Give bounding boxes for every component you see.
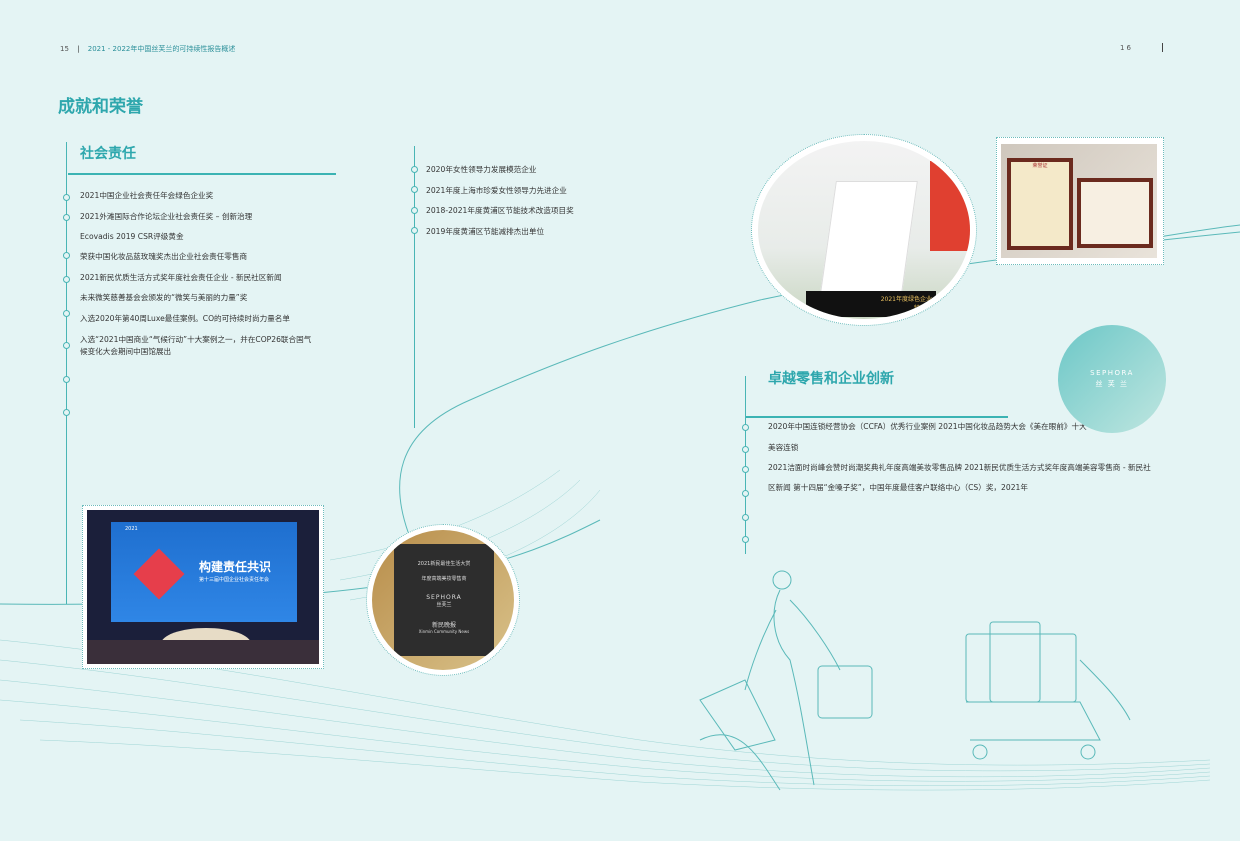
stage-year: 2021 bbox=[125, 526, 138, 532]
list-item: 2021外滩国际合作论坛企业社会责任奖 – 创新治理 bbox=[80, 212, 253, 221]
timeline-dot bbox=[63, 194, 70, 201]
timeline-dot bbox=[411, 186, 418, 193]
section-title-social: 社会责任 bbox=[80, 146, 136, 162]
list-item: 入选“2021中国商业“气候行动”十大案例之一，并在COP26联合国气 bbox=[80, 335, 312, 344]
trophy-text: 2021年度绿色企业 bbox=[880, 296, 932, 303]
timeline-dot bbox=[742, 490, 749, 497]
stage-logo-shape bbox=[133, 548, 185, 600]
timeline-dot bbox=[63, 342, 70, 349]
plaque-paper-en: Xinmin Community News bbox=[418, 629, 470, 634]
trophy-base: 2021年度绿色企业 特奖项 bbox=[806, 291, 936, 317]
certificate-photo: 荣誉证 bbox=[996, 137, 1164, 265]
trophy-sub: 特奖项 bbox=[913, 305, 932, 312]
page-header: 15 | 2021 - 2022年中国丝芙兰的可持续性报告概述 bbox=[60, 44, 235, 54]
left-page-number: 15 bbox=[60, 45, 69, 53]
section-rule-social bbox=[68, 173, 336, 175]
list-item: 2019年度黄浦区节能减排杰出单位 bbox=[426, 227, 545, 236]
section-title-retail: 卓越零售和企业创新 bbox=[768, 371, 894, 387]
trophy-photo: 2021年度绿色企业 特奖项 bbox=[751, 134, 977, 326]
shopper-illustration bbox=[699, 570, 873, 791]
stage-floor bbox=[87, 640, 319, 664]
header-bar bbox=[1162, 43, 1163, 52]
list-item: 候变化大会期间中国馆展出 bbox=[80, 347, 172, 356]
right-page-number: 16 bbox=[1120, 44, 1133, 52]
timeline-dot bbox=[63, 214, 70, 221]
stage-photo: 构建责任共识 第十三届中国企业社会责任年会 2021 bbox=[82, 505, 324, 669]
timeline-dot bbox=[63, 409, 70, 416]
stage-subtitle: 第十三届中国企业社会责任年会 bbox=[199, 577, 270, 583]
timeline-dot bbox=[742, 424, 749, 431]
timeline-dot bbox=[63, 376, 70, 383]
trophy-shape bbox=[820, 181, 918, 293]
red-backdrop bbox=[930, 161, 970, 251]
badge-brand: SEPHORA bbox=[1090, 369, 1134, 377]
list-item: 荣获中国化妆品蓝玫瑰奖杰出企业社会责任零售商 bbox=[80, 252, 248, 261]
header-separator: | bbox=[77, 45, 80, 53]
list-item: 美容连锁 bbox=[768, 443, 799, 452]
plaque-brand-cn: 丝芙兰 bbox=[436, 602, 452, 608]
list-item: 2020年中国连锁经营协会（CCFA）优秀行业案例 2021中国化妆品趋势大会《… bbox=[768, 422, 1087, 431]
timeline-dot bbox=[63, 276, 70, 283]
timeline-dot bbox=[411, 166, 418, 173]
section-rule-retail bbox=[746, 416, 1008, 418]
timeline-dot bbox=[411, 207, 418, 214]
list-item: 2021新民优质生活方式奖年度社会责任企业 - 新民社区新闻 bbox=[80, 273, 282, 282]
timeline-dot bbox=[742, 446, 749, 453]
plaque-line2: 年度高端美妆零售商 bbox=[421, 576, 467, 582]
certificate-label: 荣誉证 bbox=[1011, 162, 1069, 246]
list-item: 2020年女性领导力发展模范企业 bbox=[426, 165, 537, 174]
timeline-dot bbox=[411, 227, 418, 234]
timeline-retail bbox=[745, 376, 746, 554]
list-item: 2018-2021年度黄浦区节能技术改造项目奖 bbox=[426, 206, 574, 215]
list-item: 入选2020年第40周Luxe最佳案例。CO的可持续时尚力量名单 bbox=[80, 314, 290, 323]
certificate-paper bbox=[1081, 182, 1149, 244]
timeline-dot bbox=[742, 536, 749, 543]
timeline-dot bbox=[63, 310, 70, 317]
stage-title: 构建责任共识 bbox=[199, 560, 272, 574]
plaque-brand: SEPHORA bbox=[426, 594, 462, 601]
list-item: 2021洁面时尚峰会赞时尚潮奖典礼年度高端美妆零售品牌 2021新民优质生活方式… bbox=[768, 463, 1151, 472]
page-title: 成就和荣誉 bbox=[58, 97, 143, 117]
sephora-badge: SEPHORA 丝 芙 兰 bbox=[1058, 325, 1166, 433]
timeline-dot bbox=[63, 252, 70, 259]
list-item: 未来微笑慈善基会会颁发的“微笑与美丽的力量”奖 bbox=[80, 293, 248, 302]
report-title: 2021 - 2022年中国丝芙兰的可持续性报告概述 bbox=[87, 45, 236, 53]
badge-brand-cn: 丝 芙 兰 bbox=[1095, 380, 1129, 388]
timeline-dot bbox=[742, 466, 749, 473]
cart-illustration bbox=[965, 621, 1131, 760]
list-item: 2021中国企业社会责任年会绿色企业奖 bbox=[80, 191, 214, 200]
timeline-middle bbox=[414, 146, 415, 428]
plaque-title: 2021新民最佳生活大赏 bbox=[417, 561, 471, 567]
list-item: Ecovadis 2019 CSR评级黄金 bbox=[80, 232, 184, 241]
plaque-photo: 2021新民最佳生活大赏 年度高端美妆零售商 SEPHORA 丝芙兰 新民晚报 … bbox=[366, 524, 520, 676]
timeline-social bbox=[66, 142, 67, 604]
list-item: 区新闻 第十四届“金嗓子奖”，中国年度最佳客户联络中心（CS）奖，2021年 bbox=[768, 483, 1028, 492]
list-item: 2021年度上海市珍爱女性领导力先进企业 bbox=[426, 186, 567, 195]
timeline-dot bbox=[742, 514, 749, 521]
plaque-paper: 新民晚报 bbox=[431, 622, 456, 629]
